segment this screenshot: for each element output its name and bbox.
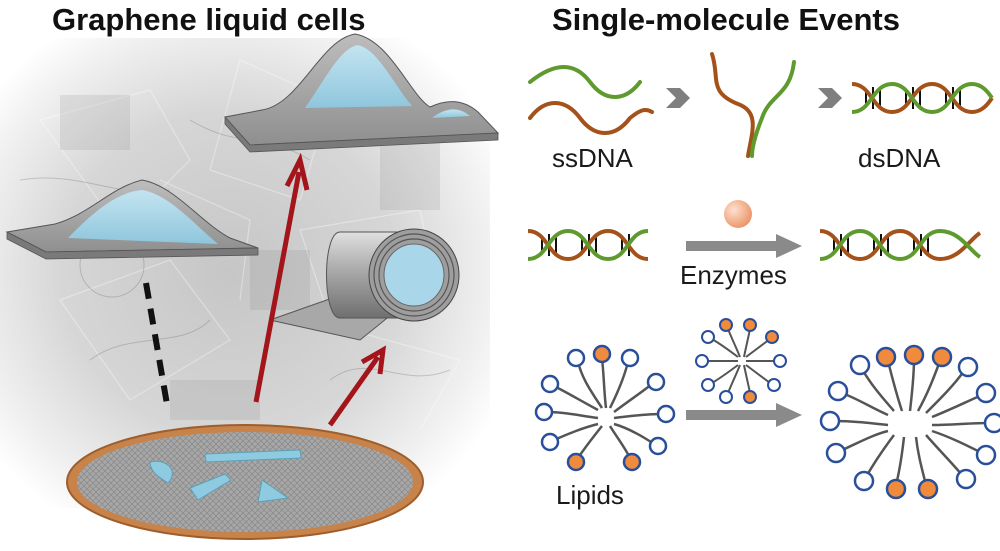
graphene-scroll	[268, 228, 460, 341]
red-arrow-upper	[253, 152, 310, 403]
lipid-vesicle-fused	[819, 344, 1000, 500]
red-arrow-lower	[327, 345, 387, 427]
enzymes-label: Enzymes	[680, 260, 787, 290]
dsdna-helix-row1	[851, 81, 994, 115]
lipid-micelle-small	[534, 344, 676, 472]
left-panel-title: Graphene liquid cells	[52, 2, 366, 37]
lipids-label: Lipids	[556, 480, 624, 510]
dsdna-helix-row2-left	[527, 228, 649, 262]
ssdna-annealing-strands	[710, 52, 796, 158]
process-arrow-lipids	[686, 403, 802, 427]
ssdna-strands	[528, 65, 654, 135]
tem-grid-disc	[66, 424, 424, 540]
dsdna-helix-row2-right	[819, 228, 982, 262]
lipid-micelle-incoming	[695, 318, 787, 404]
chevron-icon-2	[818, 88, 842, 108]
ssdna-label: ssDNA	[552, 143, 633, 173]
dsdna-label: dsDNA	[858, 143, 941, 173]
right-panel-title: Single-molecule Events	[552, 2, 900, 37]
process-arrow-enzymes	[686, 234, 802, 258]
graphene-blister-left	[5, 179, 259, 260]
dashed-connector	[143, 282, 171, 411]
graphene-blister-upper	[224, 33, 500, 153]
chevron-icon-1	[666, 88, 690, 108]
enzyme-icon	[724, 200, 752, 228]
